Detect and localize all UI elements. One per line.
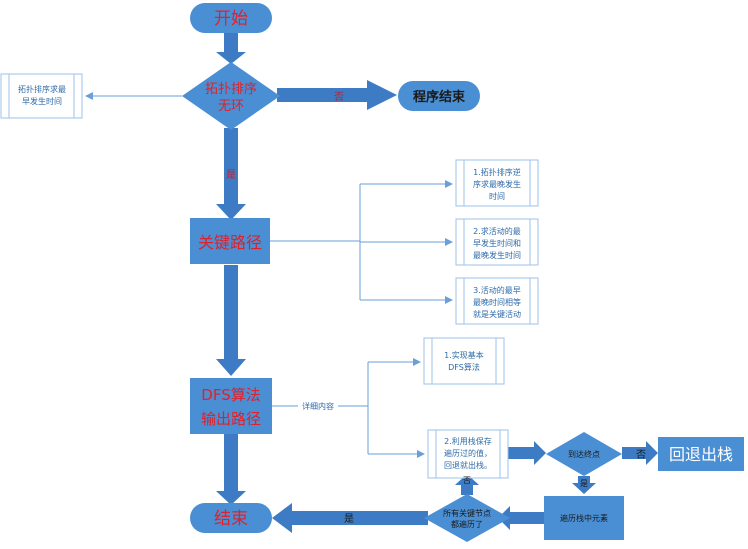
step3-box: 3.活动的最早 最晚时间相等 就是关键活动: [455, 277, 539, 325]
step2-line-1: 2.求活动的最: [473, 226, 521, 236]
label-detail: 详细内容: [302, 401, 334, 411]
step2-line-2: 早发生时间和: [473, 238, 521, 248]
step1-line-2: 序求最晚发生: [473, 179, 521, 189]
topo-check-diamond: 拓扑排序 无环: [182, 62, 280, 130]
thin-connectors: [85, 92, 453, 458]
topo-left-line-2: 早发生时间: [22, 96, 62, 106]
step1-box: 1.拓扑排序逆 序求最晚发生 时间: [455, 159, 539, 207]
program-end-label: 程序结束: [413, 89, 466, 105]
dfs2-box: 2.利用栈保存 遍历过的值， 回退就出栈。: [427, 429, 509, 479]
traverse-stack-label: 遍历栈中元素: [560, 513, 608, 523]
start-label: 开始: [214, 9, 248, 29]
backtrack-node: 回退出栈: [658, 437, 744, 471]
all-traversed-line-2: 都遍历了: [451, 519, 483, 529]
step3-line-2: 最晚时间相等: [473, 297, 521, 307]
label-no-reach: 否: [636, 449, 646, 461]
all-traversed-line-1: 所有关键节点: [443, 508, 491, 518]
dfs1-box: 1.实现基本 DFS算法: [423, 337, 505, 385]
label-yes-all: 是: [344, 513, 354, 525]
label-no-topo: 否: [334, 91, 344, 103]
reach-end-label: 到达终点: [568, 449, 600, 459]
traverse-stack-node: 遍历栈中元素: [544, 496, 624, 540]
critical-path-label: 关键路径: [198, 233, 262, 252]
reach-end-diamond: 到达终点: [546, 432, 622, 476]
label-yes-topo: 是: [226, 169, 236, 181]
dfs2-line-1: 2.利用栈保存: [444, 436, 492, 446]
step2-line-3: 最晚发生时间: [473, 250, 521, 260]
dfs-label-2: 输出路径: [201, 410, 261, 428]
dfs2-line-2: 遍历过的值，: [444, 448, 492, 458]
start-node: 开始: [190, 3, 272, 33]
dfs2-line-3: 回退就出栈。: [444, 460, 492, 470]
step1-line-3: 时间: [489, 191, 505, 201]
end-node: 结束: [190, 503, 272, 533]
step1-line-1: 1.拓扑排序逆: [473, 167, 521, 177]
dfs1-line-1: 1.实现基本: [444, 350, 484, 360]
dfs-label-1: DFS算法: [201, 386, 260, 404]
critical-path-node: 关键路径: [190, 218, 270, 264]
backtrack-label: 回退出栈: [669, 445, 733, 464]
dfs-node: DFS算法 输出路径: [190, 378, 272, 434]
topo-check-label-1: 拓扑排序: [205, 82, 257, 97]
topo-left-line-1: 拓扑排序求最: [18, 84, 66, 94]
step3-line-1: 3.活动的最早: [473, 285, 521, 295]
end-label: 结束: [214, 509, 248, 529]
topo-check-label-2: 无环: [218, 99, 244, 114]
label-no-all: 否: [463, 476, 471, 485]
label-yes-reach: 是: [580, 479, 588, 488]
topo-left-box: 拓扑排序求最 早发生时间: [0, 73, 83, 119]
program-end-node: 程序结束: [398, 81, 480, 111]
step2-box: 2.求活动的最 早发生时间和 最晚发生时间: [455, 218, 539, 266]
dfs1-line-2: DFS算法: [448, 362, 480, 372]
all-traversed-diamond: 所有关键节点 都遍历了: [424, 494, 510, 542]
step3-line-3: 就是关键活动: [473, 309, 521, 319]
